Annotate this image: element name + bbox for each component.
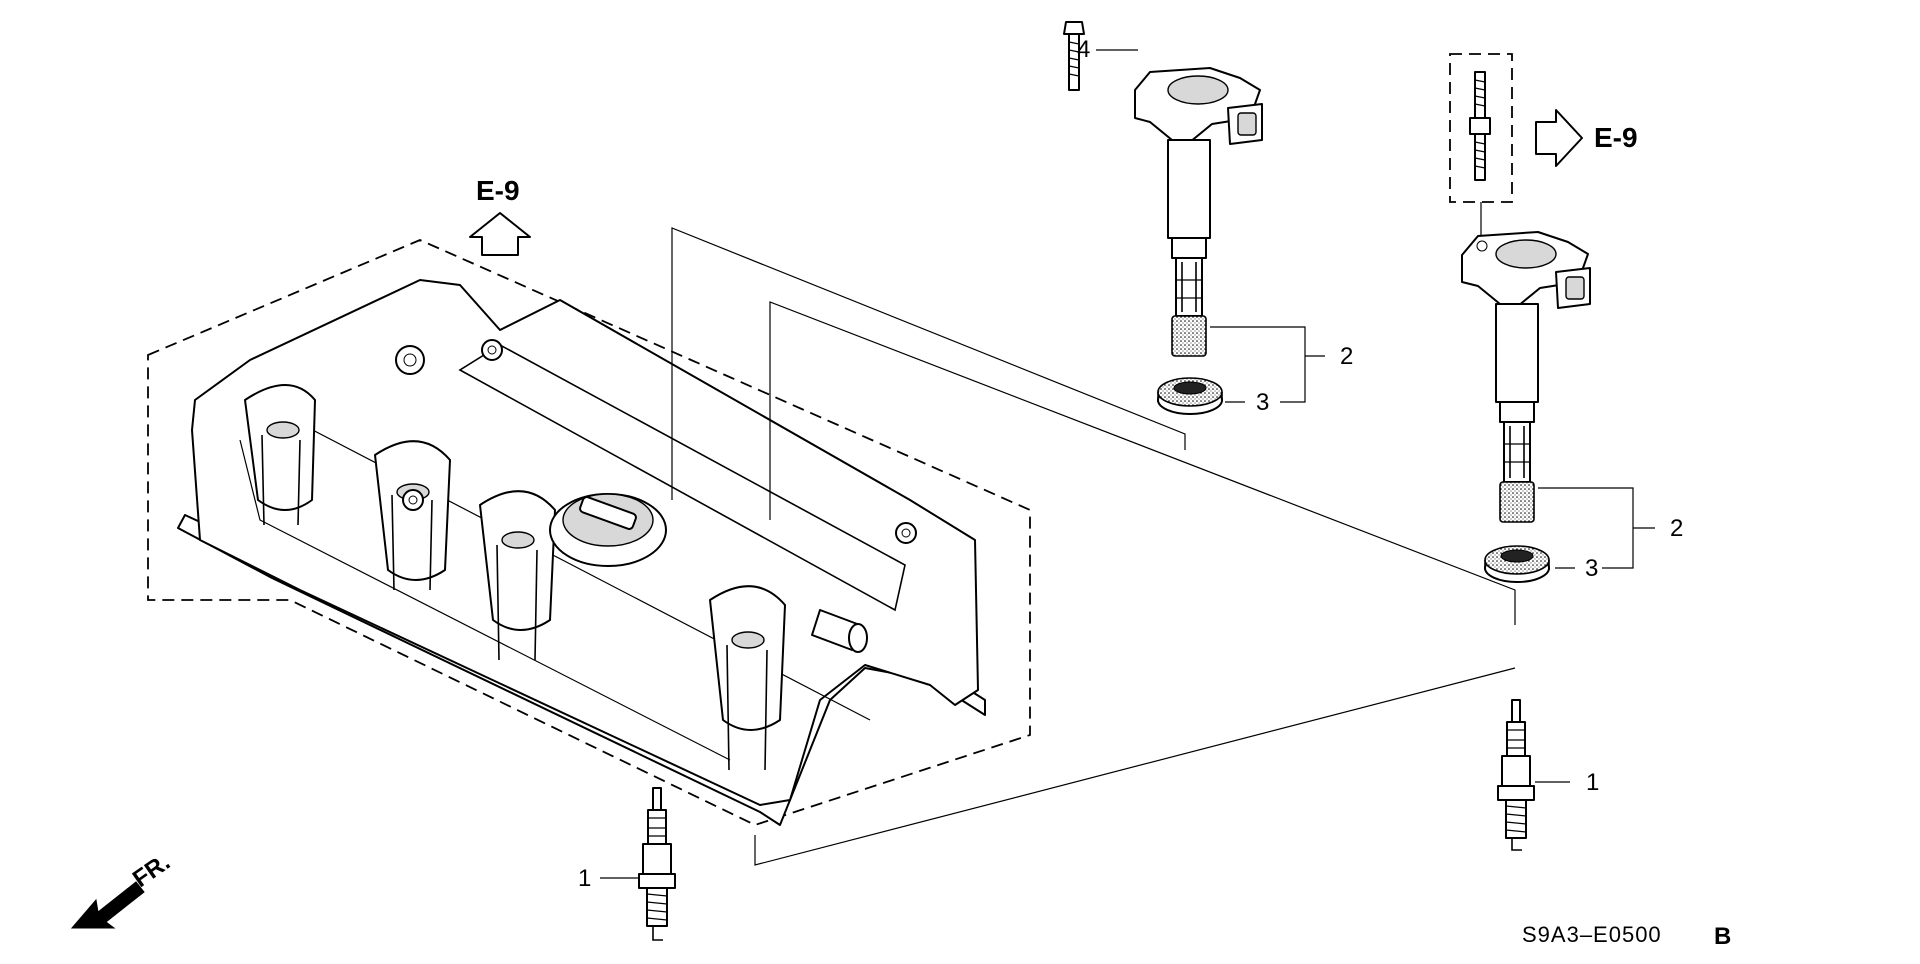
callout-3-lower: 3 xyxy=(1585,555,1598,582)
stud-bolt xyxy=(1469,71,1491,181)
cover-bolt-holes xyxy=(395,339,917,544)
ref-e9-right[interactable]: E-9 xyxy=(1449,53,1638,244)
hollow-arrow-right-icon xyxy=(1535,109,1583,167)
breather-pipe xyxy=(811,609,868,653)
spark-plug-left: 1 xyxy=(578,787,676,941)
plug-tower-4 xyxy=(709,585,786,771)
callout-4: 4 xyxy=(1077,36,1090,63)
callout-2-upper: 2 xyxy=(1340,343,1353,370)
ref-e9-up-label: E-9 xyxy=(476,175,520,206)
callout-1-left: 1 xyxy=(578,865,591,892)
seal-lower xyxy=(1484,545,1550,583)
plug-tower-1 xyxy=(244,384,316,526)
diagram-code: S9A3–E0500 B xyxy=(1522,922,1732,950)
seal-upper xyxy=(1157,377,1223,415)
oil-filler-cap xyxy=(549,493,667,567)
stud-dashed-box xyxy=(1449,53,1513,203)
spark-plug-right: 1 xyxy=(1497,699,1599,851)
front-arrow-icon xyxy=(70,881,145,929)
diagram-code-text: S9A3–E0500 xyxy=(1522,922,1662,947)
callout-3-upper: 3 xyxy=(1256,389,1269,416)
coil-boot-lower xyxy=(1499,481,1535,523)
plug-tower-3 xyxy=(479,490,556,661)
coil-boot-upper xyxy=(1171,315,1207,357)
cover-dashed-boundary xyxy=(147,239,1031,826)
head-cover-assembly xyxy=(147,227,1516,866)
ignition-coil-lower: 2 3 xyxy=(1461,231,1683,583)
front-direction-indicator: FR. xyxy=(70,849,175,929)
hollow-arrow-up-icon xyxy=(469,212,531,256)
leader-cover-to-seal-upper xyxy=(671,227,1186,500)
leader-cover-to-seal-lower xyxy=(769,301,1516,625)
callout-1-right: 1 xyxy=(1586,769,1599,796)
ref-e9-right-label: E-9 xyxy=(1594,122,1638,153)
leader-plugs xyxy=(754,667,1516,866)
bolt-4 xyxy=(1063,21,1085,91)
diagram-code-suffix: B xyxy=(1714,923,1732,950)
callout-2-lower: 2 xyxy=(1670,515,1683,542)
ignition-coil-upper: 4 2 3 xyxy=(1063,21,1353,416)
ref-e9-up[interactable]: E-9 xyxy=(469,175,531,256)
